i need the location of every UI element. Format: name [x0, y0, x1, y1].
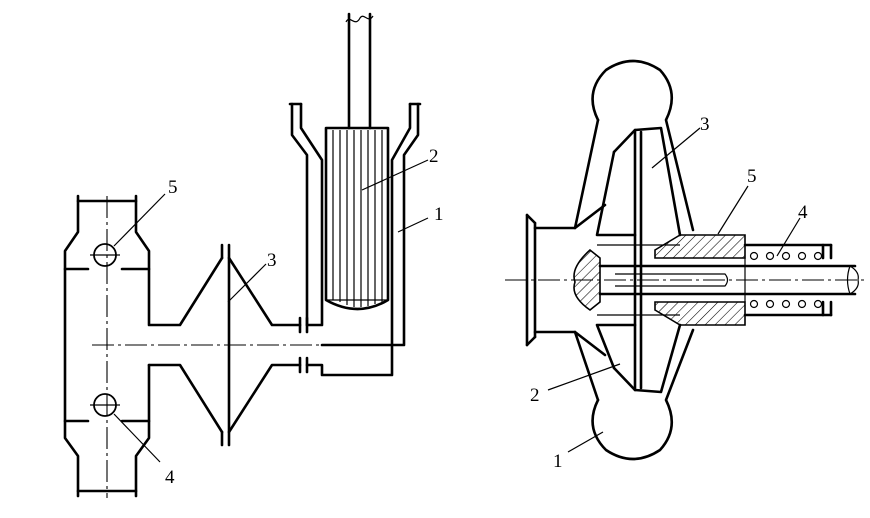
lower-roller — [90, 393, 120, 417]
cylinder-housing — [288, 102, 422, 377]
upper-roller — [90, 243, 120, 267]
left-label-4: 4 — [165, 467, 175, 488]
left-label-5: 5 — [168, 177, 178, 198]
left-figure: 1 2 3 4 5 — [63, 12, 444, 498]
left-leader-2 — [361, 159, 429, 191]
spring-housing — [743, 243, 833, 317]
right-label-5: 5 — [747, 166, 757, 187]
right-label-2: 2 — [530, 385, 540, 406]
right-leader-1 — [567, 431, 604, 453]
right-leader-3 — [651, 127, 701, 169]
right-leader-4 — [776, 217, 801, 257]
left-label-2: 2 — [429, 146, 439, 167]
left-label-1: 1 — [434, 204, 444, 225]
left-roller-housing — [63, 194, 224, 498]
left-leader-1 — [397, 217, 429, 233]
conical-disk — [220, 243, 309, 447]
right-label-4: 4 — [798, 202, 808, 223]
spring-coils — [749, 251, 823, 309]
right-leader-5 — [717, 185, 749, 235]
right-label-3: 3 — [700, 114, 710, 135]
plunger-rod — [345, 12, 374, 130]
right-label-1: 1 — [553, 451, 563, 472]
left-leader-5 — [113, 193, 166, 247]
left-leader-3 — [227, 263, 267, 303]
plunger-piston — [324, 126, 390, 311]
right-figure: 1 2 3 4 5 — [505, 59, 868, 472]
left-label-3: 3 — [267, 250, 277, 271]
right-housing — [573, 59, 695, 461]
right-leader-2 — [547, 363, 621, 391]
right-disk — [595, 126, 682, 394]
piston-flutes — [332, 130, 383, 307]
left-leader-4 — [113, 413, 161, 463]
